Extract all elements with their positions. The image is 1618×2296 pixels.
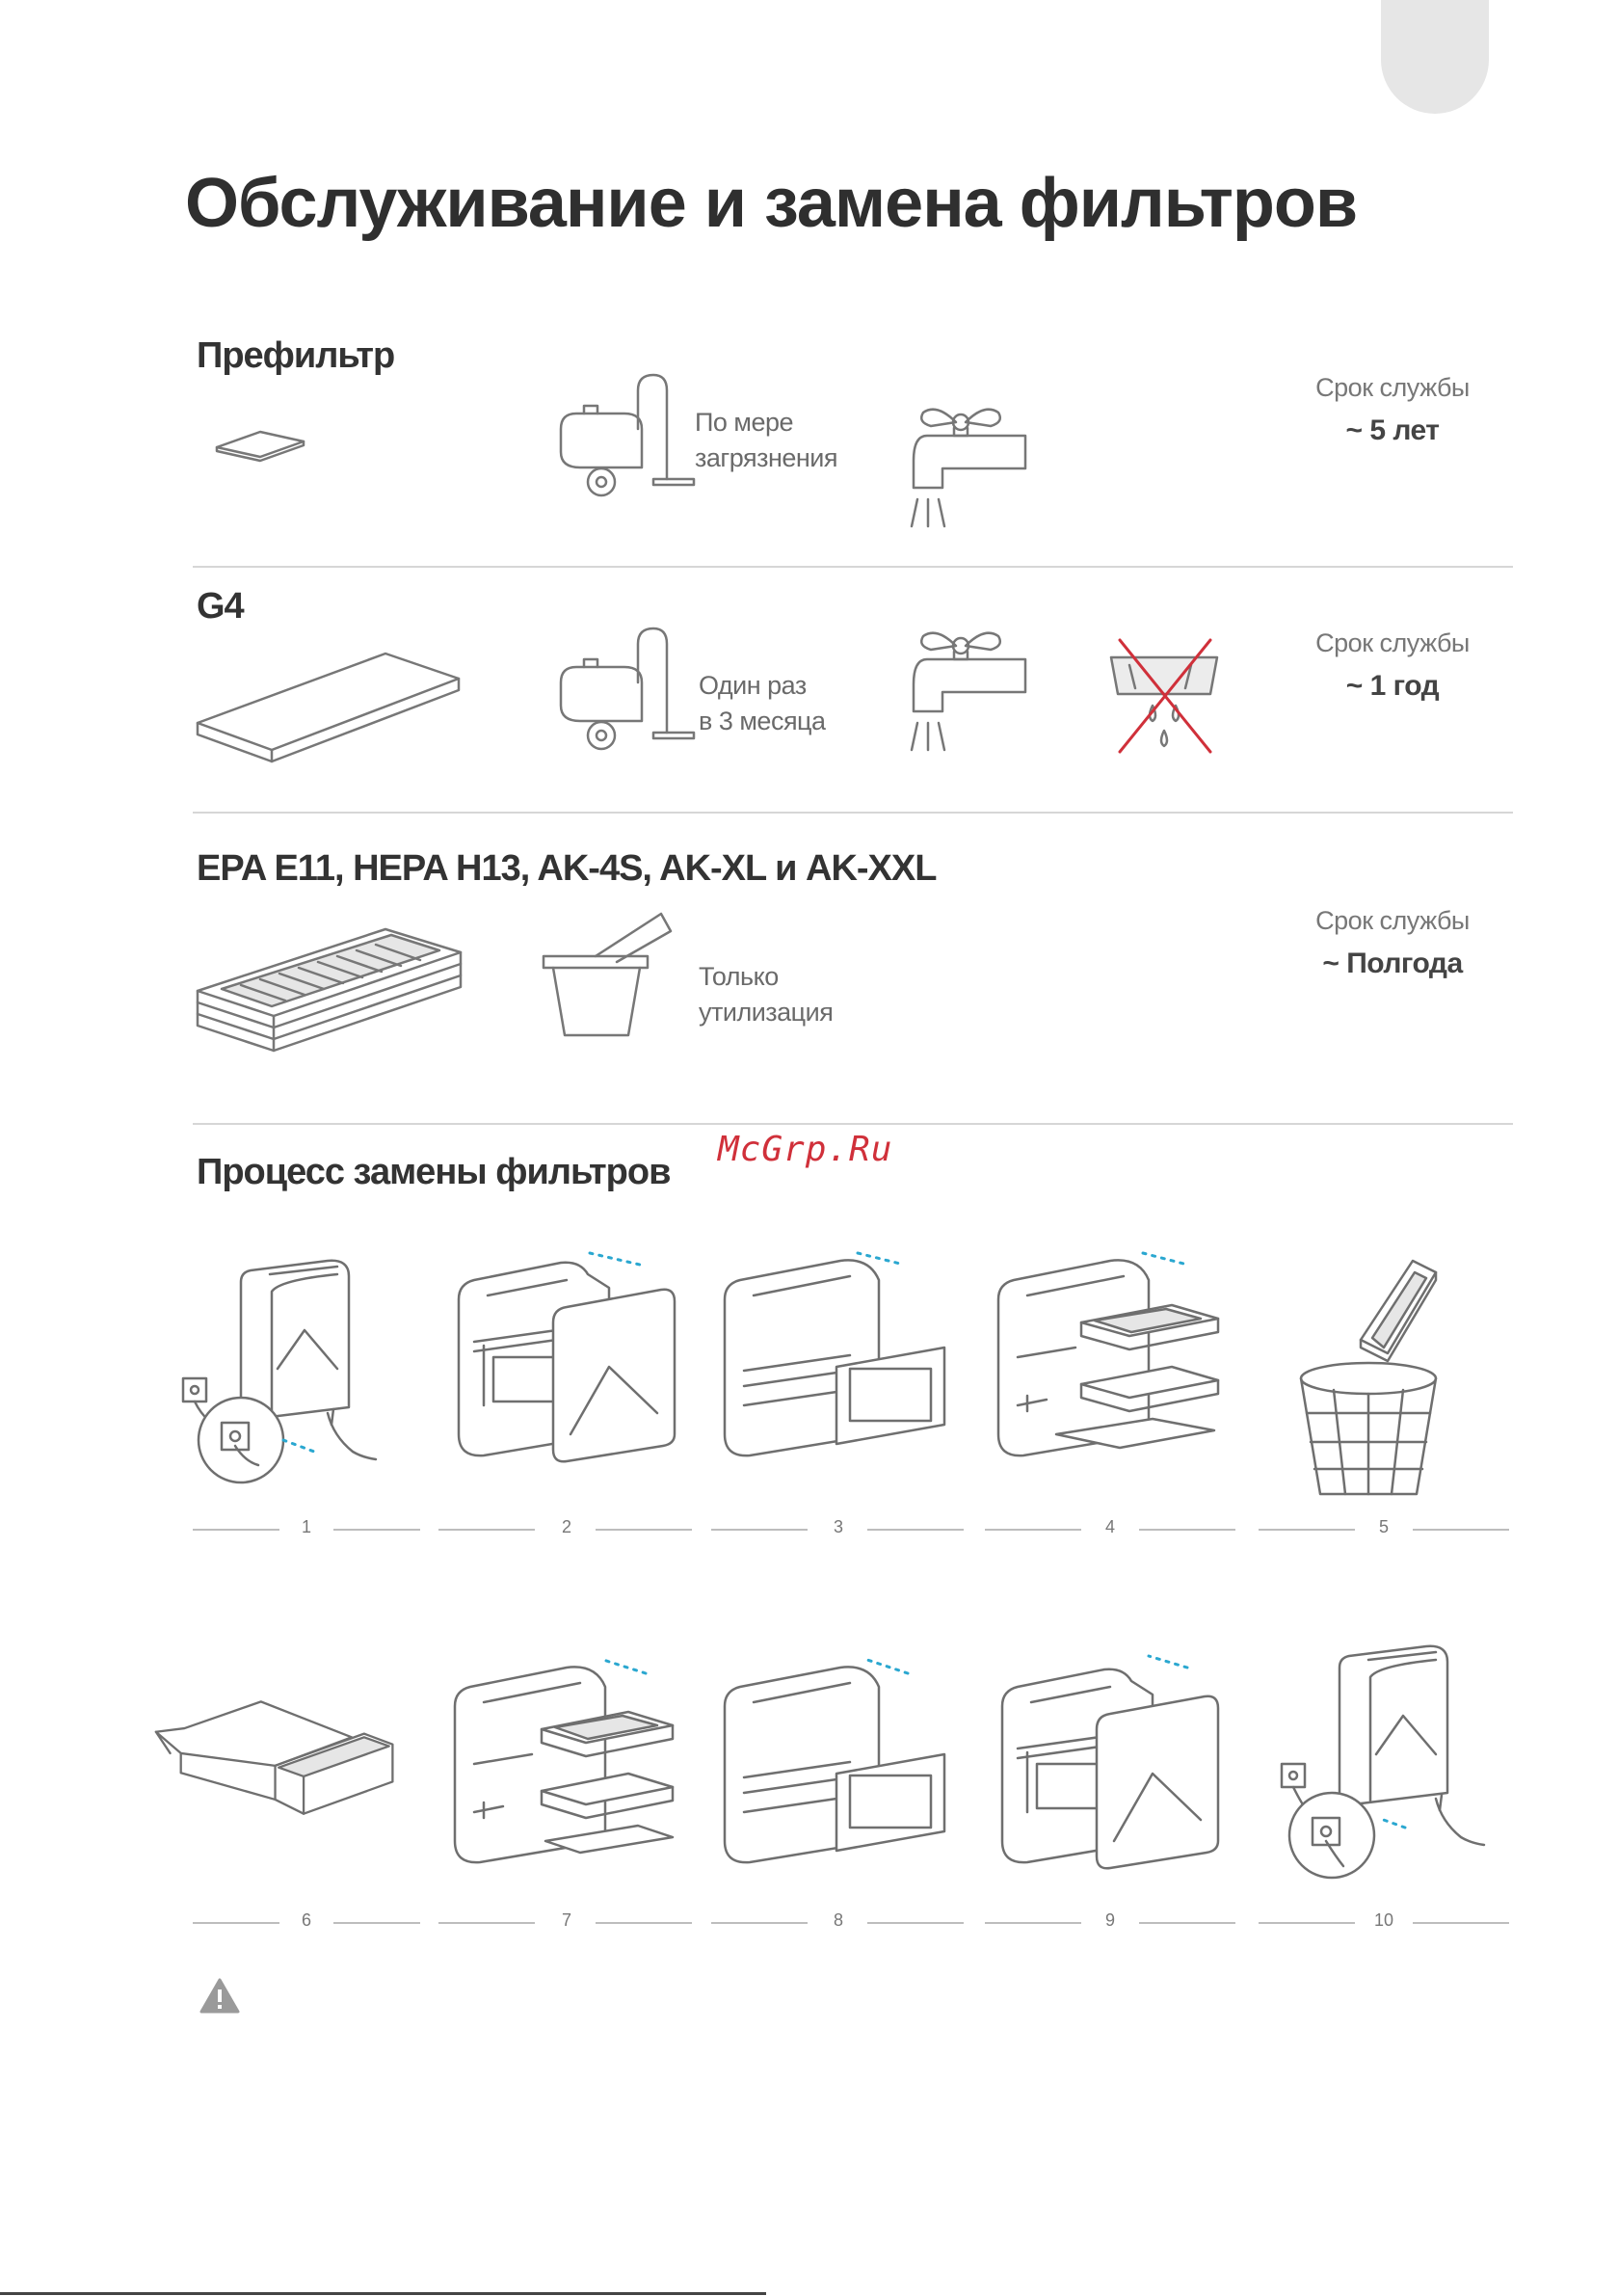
step-8-illustration bbox=[715, 1639, 946, 1889]
step-number: 4 bbox=[1091, 1517, 1129, 1537]
tap-icon bbox=[898, 617, 1033, 752]
tap-icon bbox=[898, 393, 1033, 528]
vacuum-icon bbox=[557, 371, 702, 506]
step-number: 8 bbox=[819, 1910, 858, 1931]
step-1-illustration bbox=[183, 1253, 414, 1504]
step-number: 6 bbox=[287, 1910, 326, 1931]
step-2-illustration bbox=[445, 1241, 676, 1492]
warning-icon bbox=[199, 1978, 240, 2015]
step-6-illustration bbox=[154, 1639, 385, 1889]
page-corner-tab bbox=[1381, 0, 1489, 114]
page-title: Обслуживание и замена фильтров bbox=[185, 164, 1357, 243]
hepa-filter-icon bbox=[193, 923, 472, 1058]
step-number: 9 bbox=[1091, 1910, 1129, 1931]
step-4-illustration bbox=[989, 1241, 1220, 1492]
step-number: 3 bbox=[819, 1517, 858, 1537]
section-title-g4: G4 bbox=[197, 586, 244, 627]
step-3-illustration bbox=[715, 1241, 946, 1492]
prefilter-service-life: Срок службы ~ 5 лет bbox=[1306, 373, 1479, 447]
step-10-illustration bbox=[1282, 1639, 1513, 1889]
g4-service-life: Срок службы ~ 1 год bbox=[1306, 628, 1479, 703]
process-title: Процесс замены фильтров bbox=[197, 1152, 670, 1193]
step-number: 10 bbox=[1365, 1910, 1403, 1931]
prefilter-icon bbox=[212, 426, 308, 465]
step-number: 7 bbox=[547, 1910, 586, 1931]
step-7-illustration bbox=[445, 1639, 676, 1889]
vacuum-icon bbox=[557, 625, 702, 760]
step-9-illustration bbox=[989, 1639, 1220, 1889]
g4-filter-icon bbox=[193, 648, 472, 763]
watermark: McGrp.Ru bbox=[718, 1130, 892, 1169]
no-wash-icon bbox=[1106, 636, 1222, 757]
step-number: 5 bbox=[1365, 1517, 1403, 1537]
step-5-illustration bbox=[1253, 1253, 1484, 1504]
section-title-hepa: EPA E11, HEPA H13, AK-4S, AK-XL и AK-XXL bbox=[197, 848, 936, 890]
section-title-prefilter: Префильтр bbox=[197, 335, 394, 377]
step-number: 2 bbox=[547, 1517, 586, 1537]
hepa-service-life: Срок службы ~ Полгода bbox=[1306, 906, 1479, 980]
section-divider bbox=[193, 1123, 1513, 1125]
step-number: 1 bbox=[287, 1517, 326, 1537]
section-divider bbox=[193, 566, 1513, 568]
section-divider bbox=[193, 812, 1513, 814]
footer-rule bbox=[0, 2292, 766, 2295]
trash-icon bbox=[540, 906, 675, 1041]
